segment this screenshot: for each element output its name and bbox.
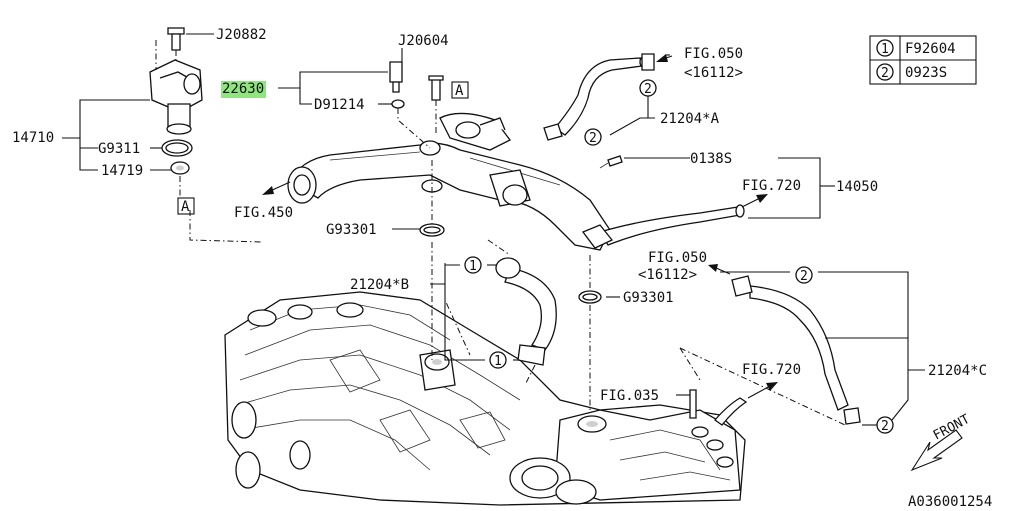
svg-text:2: 2 (881, 419, 889, 434)
callout-2-hose-c-top: 2 (795, 266, 813, 284)
arrow-icon (262, 186, 274, 195)
svg-text:2: 2 (800, 269, 808, 284)
ref-a-top: A (455, 83, 464, 99)
legend-row-1: 1 F92604 (876, 39, 956, 57)
label-fig050-top: FIG.050 (684, 46, 743, 62)
label-21204b: 21204*B (350, 277, 409, 293)
label-fig035: FIG.035 (600, 388, 659, 404)
label-21204a: 21204*A (660, 111, 720, 127)
arrow-icon (708, 264, 718, 272)
svg-text:1: 1 (469, 259, 477, 274)
label-front: FRONT (931, 412, 973, 444)
svg-text:1: 1 (881, 42, 889, 57)
label-d91214: D91214 (314, 97, 365, 113)
bolt-0138s (599, 155, 623, 169)
hose-21204-b (444, 239, 602, 410)
label-14710: 14710 (12, 130, 54, 146)
hose-21204-a (543, 53, 655, 141)
label-fig720-bottom: FIG.720 (742, 362, 801, 378)
front-arrow-icon (910, 429, 963, 472)
label-fig720-top: FIG.720 (742, 178, 801, 194)
arrow-icon (656, 54, 668, 62)
temperature-sensor-22630 (389, 61, 445, 360)
callout-2-hose-c-bottom: 2 (876, 416, 894, 434)
arrow-icon (766, 382, 778, 391)
ref-box-a-top (451, 81, 469, 99)
reference-arrows (262, 54, 963, 472)
label-16112-top: <16112> (684, 65, 743, 81)
label-g9311: G9311 (98, 141, 140, 157)
label-14719: 14719 (101, 163, 143, 179)
engine-block (224, 291, 746, 506)
label-14050: 14050 (836, 179, 878, 195)
label-fig450: FIG.450 (234, 205, 293, 221)
highlight-marker (221, 81, 266, 98)
ref-box-a-left (177, 197, 195, 215)
ref-a-left: A (181, 199, 190, 215)
svg-text:2: 2 (881, 66, 889, 81)
label-21204c: 21204*C (928, 363, 987, 379)
callouts: 2 2 1 1 2 2 (464, 79, 894, 434)
diagram-code: A036001254 (908, 494, 992, 510)
label-fig050-mid: FIG.050 (648, 250, 707, 266)
legend-table: 1 F92604 2 0923S (869, 35, 977, 85)
legend-part-1: F92604 (905, 41, 956, 57)
hose-21204-c (679, 275, 861, 426)
coolant-pipe-14050 (287, 112, 745, 251)
label-g93301-mid: G93301 (623, 290, 674, 306)
label-j20882: J20882 (216, 27, 267, 43)
callout-1-hose-b-top: 1 (464, 256, 482, 274)
control-valve-assembly (149, 27, 263, 243)
leader-lines (62, 33, 925, 426)
label-0138s: 0138S (690, 151, 732, 167)
label-22630: 22630 (222, 81, 264, 97)
arrow-icon (756, 194, 768, 203)
callout-2-hose-a-top: 2 (639, 79, 657, 97)
callout-1-hose-b-bottom: 1 (489, 351, 507, 369)
svg-text:2: 2 (589, 131, 597, 146)
labels: J20882 J20604 22630 D91214 14710 G9311 1… (12, 27, 992, 510)
svg-text:2: 2 (644, 82, 652, 97)
label-g93301-top: G93301 (326, 222, 377, 238)
legend-part-2: 0923S (905, 65, 947, 81)
label-16112-mid: <16112> (638, 267, 697, 283)
label-j20604: J20604 (398, 33, 449, 49)
callout-2-hose-a-bottom: 2 (584, 128, 602, 146)
svg-text:1: 1 (494, 354, 502, 369)
legend-row-2: 2 0923S (876, 63, 947, 81)
